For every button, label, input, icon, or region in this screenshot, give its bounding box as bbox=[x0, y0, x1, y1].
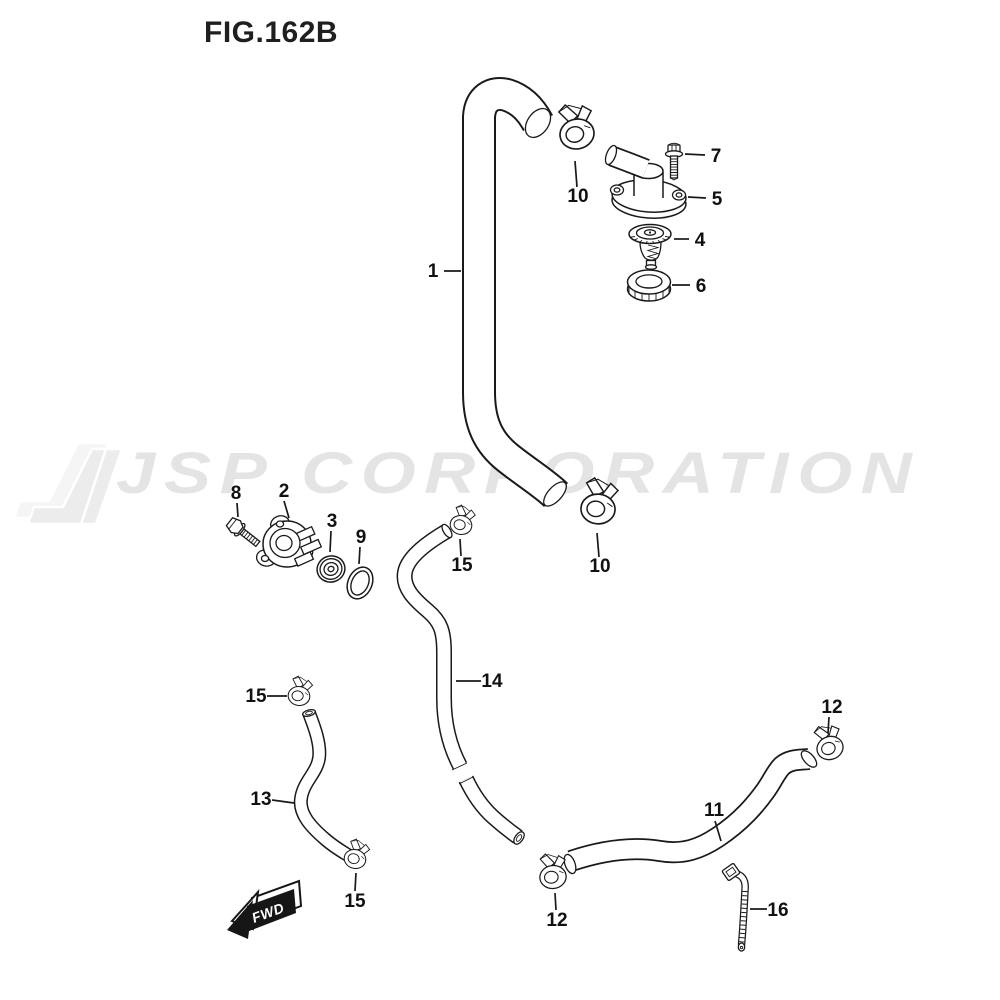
callout-label: 15 bbox=[344, 891, 366, 912]
callout-part-14: 14 bbox=[456, 671, 503, 692]
figure-title: FIG.162B bbox=[204, 16, 339, 49]
part-14-hose bbox=[396, 523, 525, 845]
callout-label: 15 bbox=[451, 555, 473, 576]
part-9-o-ring bbox=[346, 566, 374, 600]
callout-part-15-mid: 15 bbox=[451, 538, 473, 576]
part-8-bolt bbox=[225, 516, 261, 548]
callout-part-13: 13 bbox=[250, 789, 295, 810]
part-15-clamp bbox=[341, 836, 372, 872]
part-2-housing bbox=[255, 515, 323, 568]
callout-part-9: 9 bbox=[356, 527, 367, 565]
callout-label: 10 bbox=[567, 186, 588, 207]
callout-label: 7 bbox=[711, 146, 722, 167]
callout-label: 12 bbox=[546, 910, 567, 931]
callout-label: 3 bbox=[327, 511, 338, 532]
part-10-clamp bbox=[579, 476, 620, 526]
callout-part-7: 7 bbox=[684, 146, 722, 167]
part-13-hose bbox=[293, 708, 355, 863]
callout-label: 2 bbox=[279, 481, 290, 502]
part-1-hose bbox=[462, 77, 569, 508]
callout-part-5: 5 bbox=[687, 189, 723, 210]
part-10-clamp bbox=[553, 99, 600, 153]
callout-label: 6 bbox=[696, 276, 707, 297]
callout-part-8: 8 bbox=[231, 483, 242, 518]
callout-part-6: 6 bbox=[672, 276, 706, 297]
part-15-clamp bbox=[447, 503, 478, 538]
callout-part-4: 4 bbox=[674, 230, 706, 251]
callout-part-1: 1 bbox=[428, 261, 461, 282]
callout-label: 15 bbox=[245, 686, 267, 707]
callout-part-10-top: 10 bbox=[567, 160, 589, 207]
callout-part-12-right: 12 bbox=[821, 697, 843, 734]
part-15-clamp bbox=[286, 674, 315, 708]
callout-part-10-mid: 10 bbox=[589, 532, 611, 577]
part-4-thermostat bbox=[628, 223, 672, 270]
fwd-arrow: FWD bbox=[227, 879, 303, 939]
callout-part-12-bottom: 12 bbox=[546, 892, 568, 931]
callout-label: 10 bbox=[589, 556, 610, 577]
part-11-hose bbox=[563, 748, 818, 875]
callout-label: 14 bbox=[481, 671, 503, 692]
callout-part-11: 11 bbox=[704, 800, 725, 842]
part-16-cable-tie bbox=[721, 863, 749, 952]
callout-part-3: 3 bbox=[327, 511, 338, 553]
callout-label: 11 bbox=[704, 800, 725, 821]
callout-label: 5 bbox=[712, 189, 723, 210]
callout-part-15-left: 15 bbox=[245, 686, 287, 707]
callout-label: 12 bbox=[821, 697, 842, 718]
watermark-logo bbox=[12, 441, 124, 526]
callout-label: 1 bbox=[428, 261, 439, 282]
part-6-seal-ring bbox=[626, 269, 672, 302]
part-3-cap bbox=[316, 555, 346, 583]
callout-part-16: 16 bbox=[750, 900, 789, 921]
part-5-thermostat-cap bbox=[604, 144, 687, 219]
callout-label: 8 bbox=[231, 483, 242, 504]
part-7-bolt bbox=[664, 142, 684, 181]
callout-label: 4 bbox=[695, 230, 706, 251]
callout-label: 16 bbox=[767, 900, 788, 921]
callout-part-2: 2 bbox=[279, 481, 290, 519]
callout-label: 13 bbox=[250, 789, 271, 810]
callout-label: 9 bbox=[356, 527, 367, 548]
callout-part-15-bottom: 15 bbox=[344, 872, 366, 912]
